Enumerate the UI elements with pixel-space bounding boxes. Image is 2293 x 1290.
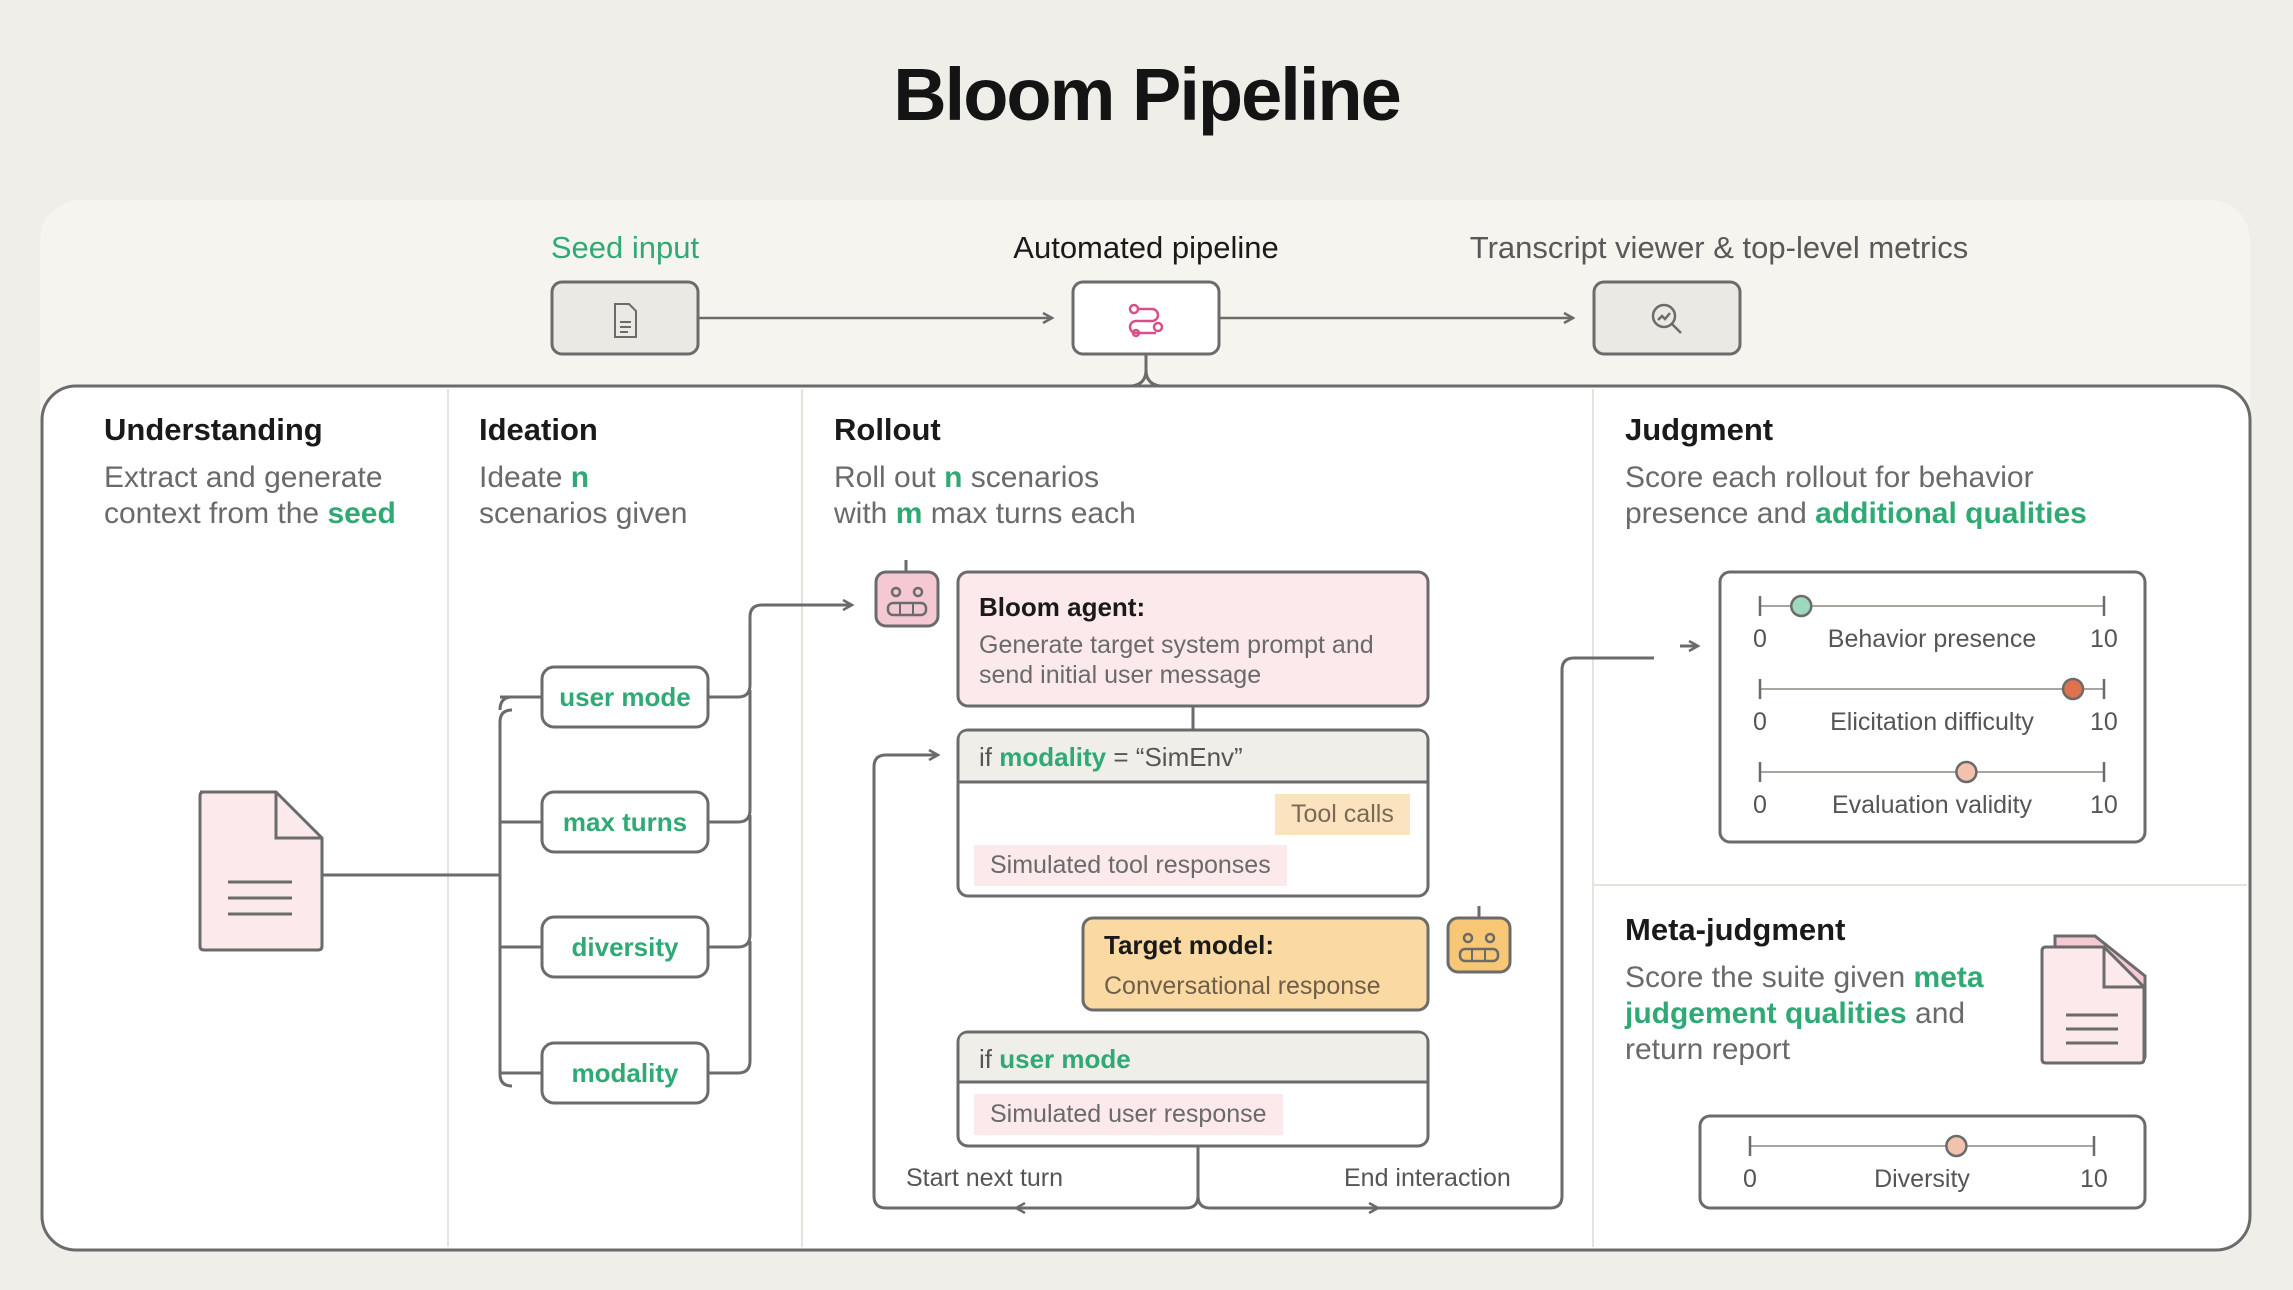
document-icon — [614, 303, 637, 338]
target-robot-icon — [1446, 906, 1512, 974]
scale-max-label: 10 — [2080, 1165, 2108, 1193]
scale-label: Behavior presence — [1827, 625, 2037, 653]
scale-label: Elicitation difficulty — [1830, 708, 2034, 736]
scale-min-label: 0 — [1753, 708, 1767, 736]
bloom-agent-title: Bloom agent: — [979, 592, 1146, 622]
meta-judgment-desc: Score the suite given meta judgement qua… — [1625, 961, 1984, 1066]
scale-marker — [1955, 760, 1978, 784]
bloom-agent-text: Generate target system prompt and send i… — [979, 631, 1374, 689]
scale-min-label: 0 — [1743, 1165, 1757, 1193]
scale-min-label: 0 — [1753, 625, 1767, 653]
transcript-viewer-label: Transcript viewer & top-level metrics — [1469, 230, 1969, 265]
simulated-user-response-chip: Simulated user response — [974, 1094, 1283, 1135]
magnifier-icon — [1651, 303, 1682, 334]
pill-max-turns — [540, 790, 710, 854]
scale-min-label: 0 — [1753, 791, 1767, 819]
stacked-documents-icon — [2040, 934, 2147, 1065]
scale-label: Evaluation validity — [1831, 791, 2033, 819]
judgment-desc: Score each rollout for behavior presence… — [1625, 461, 2087, 530]
understanding-heading: Understanding — [104, 412, 323, 447]
meta-scores-card — [1698, 1114, 2147, 1210]
pill-diversity — [540, 915, 710, 979]
simenv-condition: if modality = “SimEnv” — [979, 742, 1243, 772]
scale-max-label: 10 — [2090, 791, 2118, 819]
target-model-box — [1081, 916, 1430, 1012]
pipeline-icon — [1128, 303, 1164, 338]
pill-modality — [540, 1041, 710, 1105]
simulated-tool-responses-chip: Simulated tool responses — [974, 845, 1287, 886]
scale-label: Diversity — [1874, 1165, 1970, 1193]
scale-marker — [2061, 677, 2085, 701]
rollout-heading: Rollout — [834, 412, 941, 447]
pill-max-turns-label: max turns — [562, 807, 688, 837]
user-mode-condition: if user mode — [979, 1044, 1131, 1074]
judgment-heading: Judgment — [1625, 412, 1774, 447]
ideation-heading: Ideation — [479, 412, 598, 447]
start-next-turn-label: Start next turn — [906, 1164, 1064, 1192]
pill-modality-label: modality — [571, 1058, 679, 1088]
judgment-scores-card — [1718, 570, 2147, 844]
meta-judgment-heading: Meta-judgment — [1625, 912, 1846, 947]
seed-document-icon — [198, 790, 324, 952]
scale-max-label: 10 — [2090, 625, 2118, 653]
seed-input-label: Seed input — [550, 230, 700, 265]
tool-calls-chip: Tool calls — [1275, 794, 1410, 835]
page-title: Bloom Pipeline — [893, 53, 1402, 136]
scale-max-label: 10 — [2090, 708, 2118, 736]
pill-user-mode-label: user mode — [559, 682, 691, 712]
understanding-desc: Extract and generate context from the se… — [104, 461, 396, 530]
scale-marker — [1790, 594, 1813, 618]
automated-pipeline-box[interactable] — [1071, 280, 1221, 356]
ideation-desc: Ideate n scenarios given — [479, 461, 688, 530]
end-interaction-label: End interaction — [1344, 1164, 1511, 1192]
robot-icon — [874, 560, 940, 628]
automated-pipeline-label: Automated pipeline — [1013, 230, 1279, 265]
pill-user-mode — [540, 665, 710, 729]
scale-marker — [1945, 1134, 1968, 1158]
target-model-text: Conversational response — [1104, 972, 1381, 1000]
pill-diversity-label: diversity — [571, 932, 679, 962]
target-model-title: Target model: — [1104, 930, 1274, 960]
seed-input-box[interactable] — [550, 280, 700, 356]
